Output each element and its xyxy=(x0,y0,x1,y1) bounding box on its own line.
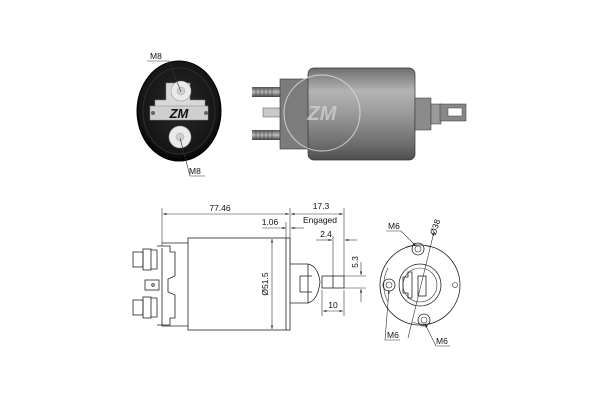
bottom-hole-icon xyxy=(417,313,431,327)
dim-slot-height: 5.3 xyxy=(350,256,360,268)
dim-overall-length: 77.46 xyxy=(209,203,231,213)
photo-end-view: ZM M8 M8 xyxy=(136,51,222,177)
top-hole-icon xyxy=(411,242,425,256)
photo-side-view: ZM xyxy=(252,67,467,161)
zm-logo-side: ZM xyxy=(307,103,338,125)
dim-engaged-label: Engaged xyxy=(303,215,337,225)
zm-logo-end: ZM xyxy=(169,106,190,121)
dim-slot-length: 10 xyxy=(328,300,338,310)
left-hole-label: M6 xyxy=(387,330,399,340)
dim-bolt-circle: Ø38 xyxy=(428,218,443,237)
locator-hole-icon xyxy=(452,282,458,288)
dim-body-diameter: Ø51.5 xyxy=(260,272,270,295)
dim-engaged-travel: 17.3 xyxy=(313,201,330,211)
top-hole-label: M6 xyxy=(388,221,400,231)
bottom-hole-label: M6 xyxy=(436,336,448,346)
dim-plunger-gap: 2.4 xyxy=(320,229,332,239)
side-drawing: 77.46 17.3 Engaged 1.06 2.4 Ø51.5 5.3 10 xyxy=(132,201,366,331)
bottom-terminal-label: M8 xyxy=(189,166,201,176)
bottom-terminal-icon xyxy=(168,125,192,149)
drawing-body xyxy=(187,237,291,331)
top-terminal-icon xyxy=(170,80,192,102)
top-terminal-label: M8 xyxy=(150,51,162,61)
left-hole-icon xyxy=(382,278,396,292)
front-drawing: Ø38 M6 M6 M6 xyxy=(379,218,461,347)
lower-stud-icon xyxy=(252,130,282,140)
dim-flange-offset: 1.06 xyxy=(262,217,279,227)
upper-stud-icon xyxy=(252,87,282,97)
